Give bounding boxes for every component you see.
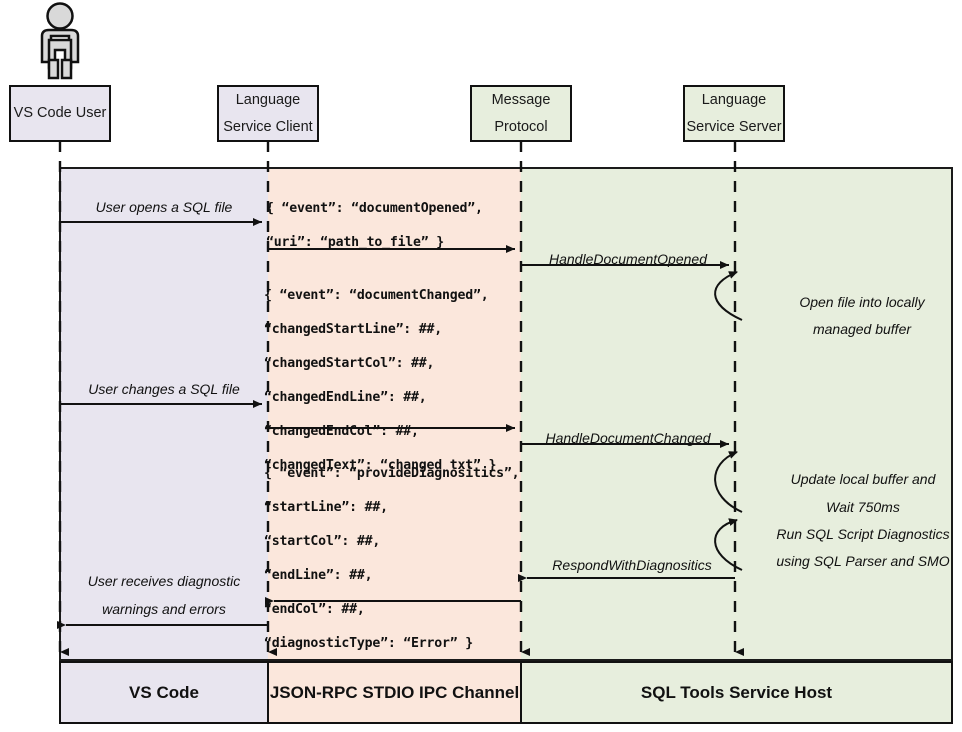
footer-label-json-rpc: JSON-RPC STDIO IPC Channel bbox=[269, 683, 520, 702]
lifeline-box-language-service-client bbox=[217, 85, 319, 142]
json-line: “uri”: “path_to_file” } bbox=[266, 235, 445, 250]
message-label-handle-document-changed: HandleDocumentChanged bbox=[545, 430, 711, 446]
json-line: { “event”: “documentOpened”, bbox=[266, 201, 483, 216]
message-label-user-changes: User changes a SQL file bbox=[88, 381, 240, 397]
message-label-user-receives-line1: User receives diagnostic bbox=[87, 573, 241, 589]
json-line: “changedText”: “changed txt” } bbox=[264, 458, 497, 473]
json-line: “changedEndCol”: ##, bbox=[264, 424, 419, 439]
json-block-provide-diagnostics: { “event”: “provideDiagnositics”, “start… bbox=[264, 464, 520, 668]
lifeline-label-language-service-server-line1: Language bbox=[701, 91, 767, 108]
lifeline-box-message-protocol bbox=[470, 85, 572, 142]
json-line: “endCol”: ##, bbox=[264, 602, 365, 617]
note-update-buffer-line1: Update local buffer and bbox=[790, 471, 936, 487]
note-run-diagnostics-line2: using SQL Parser and SMO bbox=[776, 553, 950, 569]
json-line: { “event”: “provideDiagnositics”, bbox=[264, 466, 520, 481]
actor-person-icon bbox=[40, 2, 80, 80]
message-arrows bbox=[57, 218, 735, 629]
note-update-buffer-line2: Wait 750ms bbox=[826, 499, 900, 515]
message-label-user-opens: User opens a SQL file bbox=[95, 199, 233, 215]
note-open-file-line1: Open file into locally bbox=[799, 294, 925, 310]
json-line: “changedEndLine”: ##, bbox=[264, 390, 427, 405]
json-line: “changedStartCol”: ##, bbox=[264, 356, 435, 371]
footer-bar bbox=[59, 661, 953, 724]
message-label-respond-with-diagnostics: RespondWithDiagnositics bbox=[552, 557, 712, 573]
lifeline-boxes bbox=[9, 85, 785, 142]
footer-lane-sql-tools bbox=[520, 661, 953, 724]
lifeline-label-vscode-user: VS Code User bbox=[10, 86, 110, 141]
json-line: “startLine”: ##, bbox=[264, 500, 388, 515]
lane-band-host bbox=[521, 168, 952, 660]
message-label-user-receives-line2: warnings and errors bbox=[102, 601, 226, 617]
lifeline-label-language-service-server-line2: Service Server bbox=[686, 118, 782, 135]
json-line: “diagnosticType”: “Error” } bbox=[264, 636, 473, 651]
footer-label-vs-code: VS Code bbox=[129, 683, 199, 702]
lifeline-box-language-service-server bbox=[683, 85, 785, 142]
json-line: “changedStartLine”: ##, bbox=[264, 322, 443, 337]
lifeline-label-vscode-user-line1: VS Code User bbox=[13, 105, 107, 121]
json-line: “endLine”: ##, bbox=[264, 568, 373, 583]
self-loop-open-file bbox=[714, 271, 743, 321]
footer-lane-vs-code bbox=[59, 661, 269, 724]
self-loop-run-diagnostics bbox=[714, 518, 743, 571]
lane-band-vscode bbox=[60, 168, 268, 660]
lifeline-label-message-protocol-line2: Protocol bbox=[494, 118, 548, 135]
lifeline-label-message-protocol-line1: Message bbox=[491, 91, 551, 108]
note-run-diagnostics-line1: Run SQL Script Diagnostics bbox=[776, 526, 950, 542]
lifeline-label-language-service-server: Language Service Server bbox=[684, 86, 784, 141]
json-block-document-opened: { “event”: “documentOpened”, “uri”: “pat… bbox=[266, 199, 483, 267]
lifeline-label-message-protocol: Message Protocol bbox=[471, 86, 571, 141]
lifeline-label-language-service-client-line1: Language bbox=[235, 91, 301, 108]
footer-lane-json-rpc bbox=[267, 661, 522, 724]
note-open-file-line2: managed buffer bbox=[812, 321, 912, 337]
json-block-document-changed: { “event”: “documentChanged”, “changedSt… bbox=[264, 286, 496, 490]
lane-band-outline bbox=[59, 167, 953, 661]
json-line: “startCol”: ##, bbox=[264, 534, 381, 549]
json-line: { “event”: “documentChanged”, bbox=[264, 288, 489, 303]
footer-label-sql-tools: SQL Tools Service Host bbox=[640, 683, 833, 702]
lifeline-box-vscode-user bbox=[9, 85, 111, 142]
self-call-loops bbox=[714, 271, 743, 571]
self-loop-update-buffer bbox=[714, 451, 743, 513]
message-label-handle-document-opened: HandleDocumentOpened bbox=[549, 251, 707, 267]
lifeline-label-language-service-client: Language Service Client bbox=[218, 86, 318, 141]
lifeline-label-language-service-client-line2: Service Client bbox=[223, 118, 313, 135]
